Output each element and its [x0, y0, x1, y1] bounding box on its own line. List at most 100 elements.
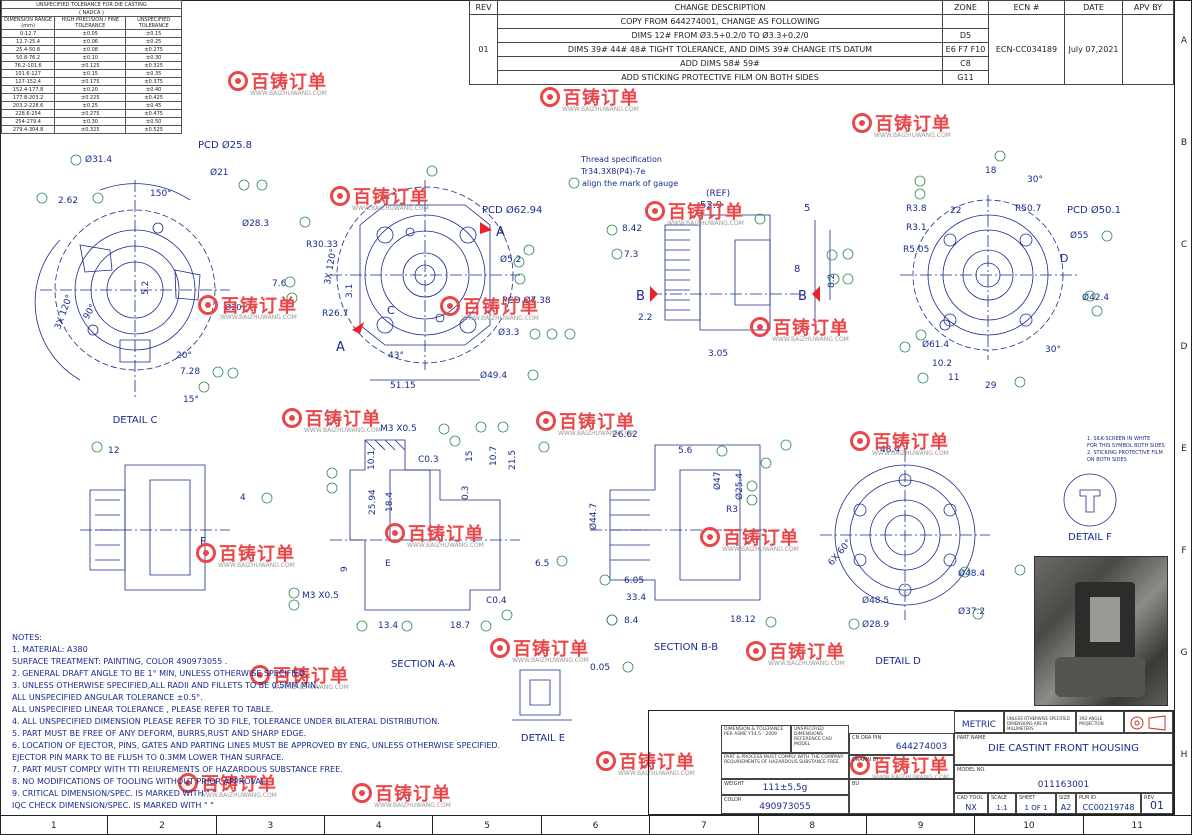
section-bb-label: SECTION B-B: [654, 642, 718, 653]
dimension-label: 33.4: [626, 593, 646, 603]
dimension-label: R5.05: [903, 245, 929, 255]
balloon-marker: [497, 421, 509, 433]
balloon-marker: [1091, 305, 1103, 317]
watermark-logo-icon: [385, 523, 405, 543]
balloon-marker: [760, 457, 772, 469]
balloon-marker: [401, 620, 413, 632]
zone-row-label: G: [1180, 648, 1188, 658]
balloon-marker: [261, 492, 273, 504]
balloon-marker: [299, 216, 311, 228]
balloon-marker: [746, 480, 758, 492]
balloon-marker: [538, 441, 550, 453]
watermark-logo-icon: [330, 186, 350, 206]
balloon-marker: [92, 192, 104, 204]
balloon-marker: [765, 616, 777, 628]
zone-column-label: 6: [542, 816, 651, 835]
section-marker: C: [387, 304, 395, 317]
zone-column-label: 5: [433, 816, 542, 835]
dimension-label: 48.4: [880, 445, 900, 455]
dimension-label: C0.4: [486, 596, 507, 606]
dimension-label: 15°: [183, 395, 199, 405]
dimension-label: Ø3.3: [498, 327, 519, 338]
balloon-marker: [356, 620, 368, 632]
balloon-marker: [914, 175, 926, 187]
dimension-label: 2.62: [58, 196, 78, 206]
balloon-marker: [848, 618, 860, 630]
tol-cell: 279.4-304.8: [0, 125, 56, 134]
dimension-label: 6.5: [535, 559, 549, 569]
dimension-label: 4: [240, 493, 246, 503]
balloon-marker: [326, 482, 338, 494]
dimension-label: PCD Ø7.38: [502, 295, 551, 306]
dimension-label: Ø21: [210, 167, 229, 178]
tb-bu: BU: [849, 779, 954, 814]
watermark-logo-icon: [352, 783, 372, 803]
dimension-label: 51.15: [390, 381, 416, 391]
section-aa-label: SECTION A-A: [391, 659, 455, 670]
part-photo: [1034, 556, 1168, 706]
zone-row-label: E: [1181, 444, 1187, 454]
dimension-label: R3: [726, 505, 738, 515]
section-marker: F: [200, 535, 206, 548]
note-line: 3. UNLESS OTHERWISE SPECIFIED,ALL RADII …: [12, 681, 319, 690]
dimension-label: 18.4: [385, 492, 395, 512]
detail-f-note-line: ON BOTH SIDES: [1087, 457, 1127, 463]
engineering-drawing: DETAIL C SECTION A-A SECTION B-B DETAIL …: [34, 139, 1121, 744]
tb-metric: METRIC: [954, 711, 1004, 733]
note-line: 4. ALL UNSPECIFIED DIMENSION PLEASE REFE…: [12, 717, 440, 726]
balloon-marker: [959, 566, 971, 578]
balloon-marker: [227, 367, 239, 379]
tb-part-process: PART & PROCESS MUST COMPLY WITH THE COMP…: [721, 753, 849, 779]
balloon-marker: [286, 292, 298, 304]
balloon-marker: [198, 381, 210, 393]
balloon-marker: [326, 467, 338, 479]
balloon-marker: [284, 276, 296, 288]
dimension-label: 0.05: [590, 663, 610, 673]
side-view-2: [80, 464, 230, 591]
balloon-marker: [501, 609, 513, 621]
detail-f-notes: 1. SILK-SCREEN IN WHITE FOR THIS SYMBOL …: [1087, 436, 1172, 464]
watermark-logo-icon: [282, 408, 302, 428]
dimension-label: R50.7: [1015, 204, 1041, 214]
balloon-marker: [606, 224, 618, 236]
balloon-marker: [994, 150, 1006, 162]
dimension-label: 3.05: [708, 349, 728, 359]
dimensions-layer: PCD Ø25.8Ø31.4Ø212.62150°Ø28.37.65.2Ø207…: [53, 139, 1121, 673]
balloon-marker: [288, 599, 300, 611]
dimension-label: 7.3: [624, 250, 638, 260]
tol-cell: ±0.325: [54, 125, 127, 134]
note-line: 6. LOCATION OF EJECTOR, PINS, GATES AND …: [12, 741, 501, 750]
detail-f-note-line: 1. SILK-SCREEN IN WHITE: [1087, 436, 1151, 442]
dimension-label: 6.05: [624, 576, 644, 586]
note-line: EJECTOR PIN MARK TO BE FLUSH TO 0.3MM LO…: [12, 753, 284, 762]
dimension-label: 3X 120°: [53, 293, 75, 331]
dimension-label: 8.2: [827, 274, 837, 288]
dimension-label: 30°: [1027, 175, 1043, 185]
balloon-marker: [475, 421, 487, 433]
zone-row-label: H: [1180, 750, 1188, 760]
balloon-marker: [899, 341, 911, 353]
dimension-label: 25.94: [368, 489, 378, 515]
dimension-label: 8.42: [622, 224, 642, 234]
dimension-label: 30°: [1045, 345, 1061, 355]
balloon-marker: [449, 435, 461, 447]
balloon-marker: [842, 273, 854, 285]
dimension-label: 26.62: [612, 430, 638, 440]
side-view: [650, 214, 831, 331]
balloon-marker: [972, 608, 984, 620]
dimension-label: Ø47: [712, 471, 723, 490]
dimension-label: Thread specification: [580, 155, 662, 164]
dimension-label: 5.6: [678, 446, 693, 456]
tol-row: 25.4-50.8±0.08±0.275: [0, 45, 182, 54]
balloon-marker: [1014, 376, 1026, 388]
